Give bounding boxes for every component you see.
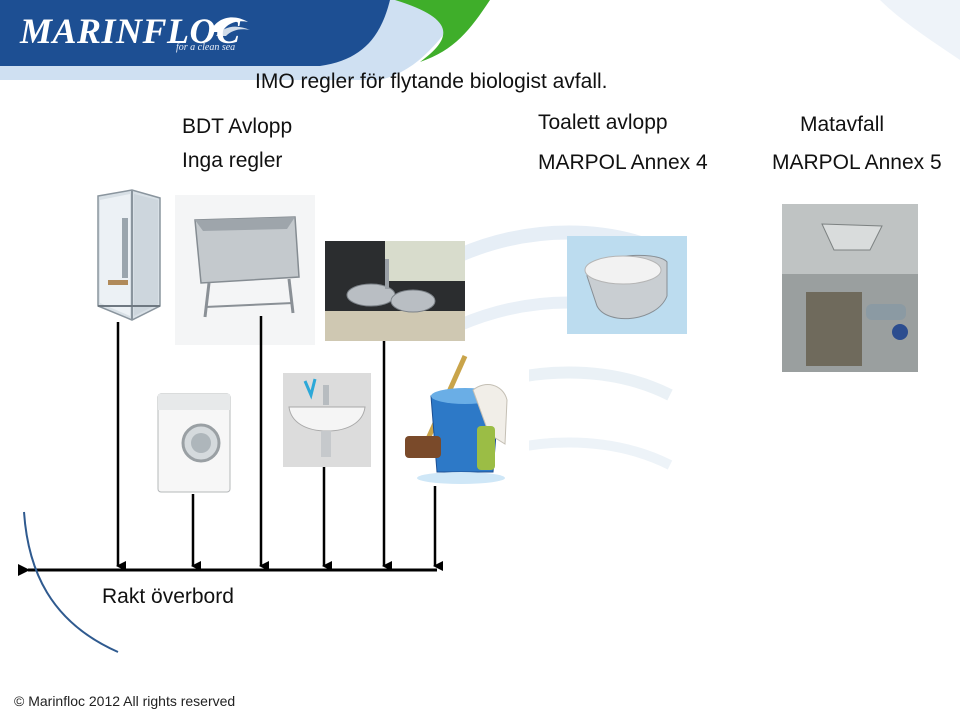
steel-tub-icon bbox=[175, 195, 315, 345]
wave-logo-icon bbox=[210, 17, 250, 36]
hull-curve bbox=[23, 511, 119, 653]
header-banner bbox=[0, 0, 960, 80]
page-title: IMO regler för flytande biologist avfall… bbox=[255, 70, 608, 93]
washing-machine-icon bbox=[157, 393, 231, 493]
column-heading-toilet: Toalett avlopp bbox=[538, 111, 668, 134]
cleaning-bucket-icon bbox=[403, 354, 529, 486]
column-heading-bdt: BDT Avlopp bbox=[182, 115, 293, 138]
copyright-footer: © Marinfloc 2012 All rights reserved bbox=[14, 693, 236, 709]
outlet-label: Rakt överbord bbox=[102, 585, 234, 608]
column-subheading-bdt: Inga regler bbox=[182, 149, 283, 172]
column-subheading-toilet: MARPOL Annex 4 bbox=[538, 151, 708, 174]
column-subheading-food: MARPOL Annex 5 bbox=[772, 151, 942, 174]
kitchen-sink-icon bbox=[325, 241, 465, 341]
brand-tagline: for a clean sea bbox=[176, 42, 236, 53]
wash-basin-icon bbox=[283, 373, 371, 467]
shower-cabin-icon bbox=[97, 189, 161, 321]
column-heading-food: Matavfall bbox=[800, 113, 885, 136]
brand-logo-text: MARINFLOC bbox=[20, 11, 241, 51]
food-waste-unit-icon bbox=[782, 204, 918, 372]
toilet-icon bbox=[567, 236, 687, 334]
